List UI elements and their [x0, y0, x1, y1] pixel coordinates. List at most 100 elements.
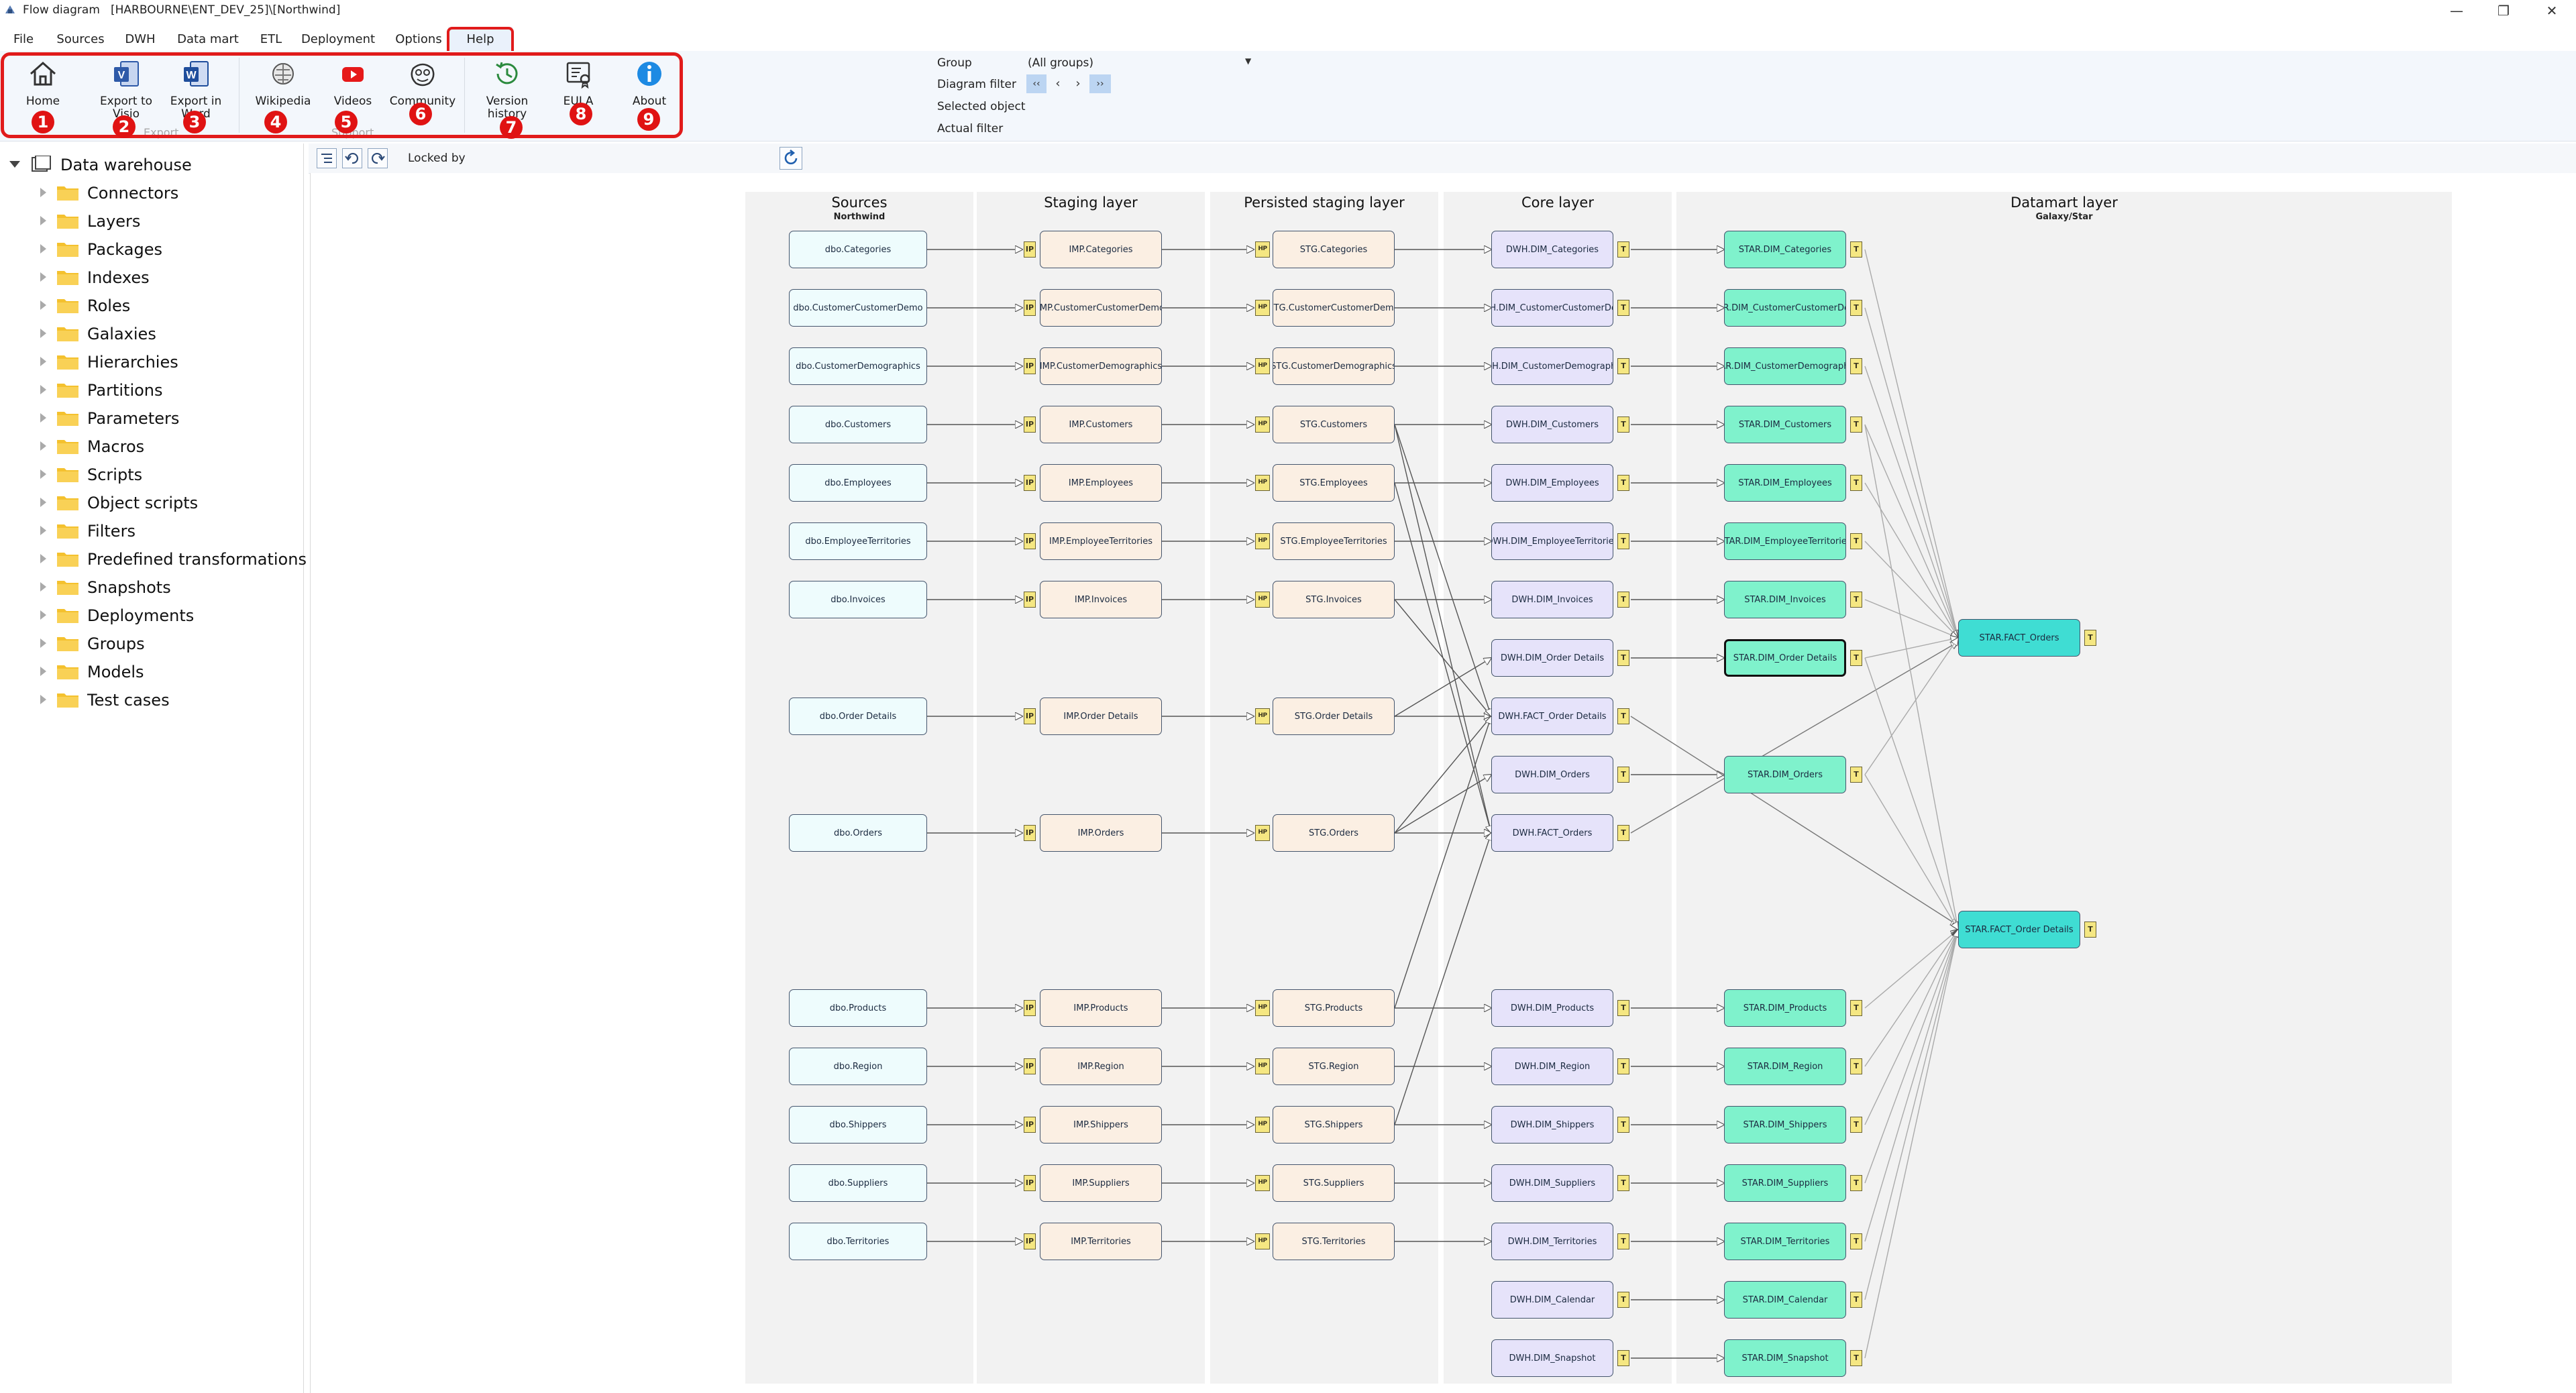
core-table-node[interactable]: DWH.DIM_Calendar: [1491, 1281, 1613, 1319]
core-table-node[interactable]: DWH.DIM_Customers: [1491, 406, 1613, 443]
core-table-node[interactable]: DWH.DIM_Shippers: [1491, 1106, 1613, 1144]
collapsed-arrow-icon[interactable]: [40, 667, 46, 676]
stg-table-node[interactable]: STG.CustomerCustomerDemo: [1273, 289, 1395, 327]
src-table-node[interactable]: dbo.Products: [789, 989, 927, 1027]
core-table-node[interactable]: DWH.DIM_CustomerDemographics: [1491, 347, 1613, 385]
template-tag[interactable]: T: [1850, 1117, 1862, 1133]
tree-item[interactable]: Scripts: [0, 460, 303, 487]
collapsed-arrow-icon[interactable]: [40, 441, 46, 451]
template-tag[interactable]: T: [1850, 358, 1862, 374]
src-table-node[interactable]: dbo.Customers: [789, 406, 927, 443]
tree-item[interactable]: Layers: [0, 207, 303, 233]
template-tag[interactable]: T: [1617, 650, 1629, 666]
template-tag[interactable]: T: [1617, 1175, 1629, 1191]
template-tag[interactable]: T: [1850, 1000, 1862, 1016]
stg-table-node[interactable]: STG.Invoices: [1273, 581, 1395, 618]
tree-item[interactable]: Object scripts: [0, 488, 303, 515]
template-tag[interactable]: T: [2084, 922, 2096, 938]
template-tag[interactable]: IP: [1024, 241, 1036, 258]
imp-table-node[interactable]: IMP.CustomerDemographics: [1040, 347, 1162, 385]
wikipedia-button[interactable]: Wikipedia: [248, 55, 318, 138]
imp-table-node[interactable]: IMP.Shippers: [1040, 1106, 1162, 1144]
template-tag[interactable]: T: [1617, 358, 1629, 374]
undo-button[interactable]: [342, 148, 362, 168]
dm-table-node[interactable]: STAR.DIM_CustomerCustomerDemo: [1724, 289, 1846, 327]
src-table-node[interactable]: dbo.Invoices: [789, 581, 927, 618]
template-tag[interactable]: T: [1850, 767, 1862, 783]
stg-table-node[interactable]: STG.CustomerDemographics: [1273, 347, 1395, 385]
template-tag[interactable]: IP: [1024, 592, 1036, 608]
tree-item[interactable]: Models: [0, 657, 303, 684]
core-table-node[interactable]: DWH.DIM_Suppliers: [1491, 1164, 1613, 1202]
menu-data-mart[interactable]: Data mart: [177, 32, 239, 46]
tree-item[interactable]: Parameters: [0, 404, 303, 431]
template-tag[interactable]: IP: [1024, 300, 1036, 316]
template-tag[interactable]: HP: [1255, 825, 1270, 841]
fact-table-node[interactable]: STAR.FACT_Order Details: [1958, 911, 2080, 948]
template-tag[interactable]: T: [1617, 416, 1629, 433]
template-tag[interactable]: T: [1850, 533, 1862, 549]
template-tag[interactable]: T: [1850, 592, 1862, 608]
template-tag[interactable]: T: [1617, 300, 1629, 316]
filter-next-button[interactable]: ›: [1075, 76, 1081, 91]
collapsed-arrow-icon[interactable]: [40, 610, 46, 620]
collapsed-arrow-icon[interactable]: [40, 216, 46, 225]
imp-table-node[interactable]: IMP.Suppliers: [1040, 1164, 1162, 1202]
template-tag[interactable]: T: [1850, 300, 1862, 316]
template-tag[interactable]: IP: [1024, 708, 1036, 724]
tree-item[interactable]: Partitions: [0, 376, 303, 402]
template-tag[interactable]: T: [1850, 1233, 1862, 1249]
collapsed-arrow-icon[interactable]: [40, 300, 46, 310]
menu-file[interactable]: File: [13, 32, 34, 46]
videos-button[interactable]: Videos: [318, 55, 388, 138]
src-table-node[interactable]: dbo.Shippers: [789, 1106, 927, 1144]
template-tag[interactable]: HP: [1255, 416, 1270, 433]
template-tag[interactable]: T: [1617, 1350, 1629, 1366]
eula-button[interactable]: EULA: [543, 55, 613, 138]
community-button[interactable]: Community: [388, 55, 458, 138]
tree-item[interactable]: Packages: [0, 235, 303, 262]
imp-table-node[interactable]: IMP.Orders: [1040, 814, 1162, 852]
dm-table-node[interactable]: STAR.DIM_CustomerDemographics: [1724, 347, 1846, 385]
home-button[interactable]: Home: [8, 55, 78, 138]
tree-item[interactable]: Connectors: [0, 178, 303, 205]
stg-table-node[interactable]: STG.Employees: [1273, 464, 1395, 502]
template-tag[interactable]: T: [1617, 533, 1629, 549]
core-table-node[interactable]: DWH.FACT_Orders: [1491, 814, 1613, 852]
minimize-button[interactable]: —: [2450, 3, 2463, 19]
collapsed-arrow-icon[interactable]: [40, 638, 46, 648]
stg-table-node[interactable]: STG.Categories: [1273, 231, 1395, 268]
tree-item[interactable]: Filters: [0, 516, 303, 543]
tree-item[interactable]: Snapshots: [0, 573, 303, 600]
expanded-arrow-icon[interactable]: [9, 161, 20, 168]
template-tag[interactable]: T: [1850, 1292, 1862, 1308]
template-tag[interactable]: HP: [1255, 475, 1270, 491]
maximize-button[interactable]: ❐: [2498, 3, 2510, 19]
menu-etl[interactable]: ETL: [260, 32, 282, 46]
template-tag[interactable]: T: [1850, 1175, 1862, 1191]
menu-deployment[interactable]: Deployment: [301, 32, 376, 46]
stg-table-node[interactable]: STG.Suppliers: [1273, 1164, 1395, 1202]
imp-table-node[interactable]: IMP.CustomerCustomerDemo: [1040, 289, 1162, 327]
template-tag[interactable]: HP: [1255, 358, 1270, 374]
template-tag[interactable]: T: [1617, 1233, 1629, 1249]
stg-table-node[interactable]: STG.Territories: [1273, 1223, 1395, 1260]
src-table-node[interactable]: dbo.CustomerCustomerDemo: [789, 289, 927, 327]
src-table-node[interactable]: dbo.CustomerDemographics: [789, 347, 927, 385]
stg-table-node[interactable]: STG.Shippers: [1273, 1106, 1395, 1144]
filter-first-button[interactable]: ‹‹: [1026, 74, 1046, 93]
menu-dwh[interactable]: DWH: [125, 32, 156, 46]
template-tag[interactable]: IP: [1024, 416, 1036, 433]
tree-item[interactable]: Galaxies: [0, 319, 303, 346]
collapsed-arrow-icon[interactable]: [40, 413, 46, 423]
tree-item[interactable]: Macros: [0, 432, 303, 459]
core-table-node[interactable]: DWH.DIM_Snapshot: [1491, 1339, 1613, 1377]
collapsed-arrow-icon[interactable]: [40, 244, 46, 254]
collapsed-arrow-icon[interactable]: [40, 526, 46, 535]
imp-table-node[interactable]: IMP.Invoices: [1040, 581, 1162, 618]
stg-table-node[interactable]: STG.Products: [1273, 989, 1395, 1027]
stg-table-node[interactable]: STG.Order Details: [1273, 698, 1395, 735]
template-tag[interactable]: HP: [1255, 533, 1270, 549]
template-tag[interactable]: IP: [1024, 1175, 1036, 1191]
imp-table-node[interactable]: IMP.Customers: [1040, 406, 1162, 443]
